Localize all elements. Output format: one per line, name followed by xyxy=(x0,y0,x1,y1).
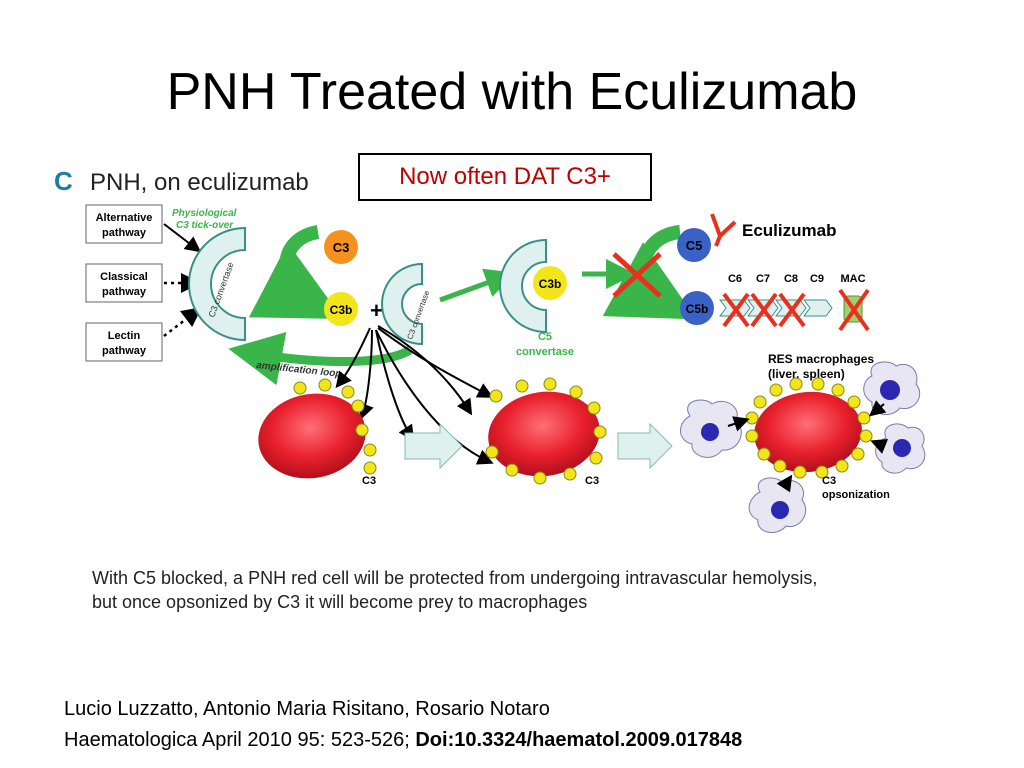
svg-text:Classical: Classical xyxy=(100,271,148,283)
terminal-block-crosses xyxy=(722,288,870,332)
svg-text:MAC: MAC xyxy=(840,273,865,285)
c3-dots-cell-1 xyxy=(293,378,377,475)
amplification-loop-arrow xyxy=(228,332,413,386)
svg-text:C9: C9 xyxy=(810,273,824,285)
citation-journal: Haematologica April 2010 95: 523-526; xyxy=(64,729,416,751)
c5b-circle xyxy=(680,291,714,325)
phagocytosis-arrows xyxy=(727,400,889,493)
svg-text:Alternative: Alternative xyxy=(96,212,153,224)
c3b-circle xyxy=(324,292,358,326)
dat-callout-box: Now often DAT C3+ xyxy=(358,153,652,201)
svg-text:pathway: pathway xyxy=(102,227,147,239)
c3-dots-cell-3 xyxy=(745,377,873,479)
svg-text:C5b: C5b xyxy=(686,302,709,316)
c5-convertase-shape xyxy=(499,238,547,334)
c5-convertase-label: C5 xyxy=(538,331,552,343)
red-cell-1 xyxy=(258,393,366,479)
svg-text:C8: C8 xyxy=(784,273,798,285)
c3b-deposition-arrows xyxy=(335,325,494,465)
lectin-pathway-box: Lectin pathway xyxy=(85,322,163,362)
svg-text:C3b: C3b xyxy=(330,303,353,317)
lectin-arrow xyxy=(163,306,202,337)
macrophage-top-right xyxy=(863,361,921,416)
macrophage-right xyxy=(875,423,926,474)
svg-text:C3b: C3b xyxy=(539,277,562,291)
c5-convertase-label-2: convertase xyxy=(516,346,574,358)
block-cross-icon xyxy=(612,252,662,298)
res-macrophages-label: RES macrophages xyxy=(768,352,874,366)
panel-letter: C xyxy=(54,166,73,196)
alternative-arrow xyxy=(163,223,202,253)
svg-text:C6: C6 xyxy=(728,273,742,285)
figure-caption-line-1: With C5 blocked, a PNH red cell will be … xyxy=(92,568,817,588)
tickover-label: Physiological xyxy=(172,208,237,219)
slide-title: PNH Treated with Eculizumab xyxy=(166,63,858,121)
svg-text:C3: C3 xyxy=(333,240,350,255)
alternative-pathway-box: Alternative pathway xyxy=(85,204,163,244)
c3-circle xyxy=(324,230,358,264)
panel-title: PNH, on eculizumab xyxy=(90,169,309,196)
red-cell-3 xyxy=(754,391,862,473)
citation-authors: Lucio Luzzatto, Antonio Maria Risitano, … xyxy=(64,698,550,720)
red-cell-2 xyxy=(488,391,600,477)
citation-doi: Doi:10.3324/haematol.2009.017848 xyxy=(415,729,743,751)
eculizumab-label: Eculizumab xyxy=(742,221,836,240)
opsonization-label-2: opsonization xyxy=(822,489,890,501)
c3-label-cell-2: C3 xyxy=(585,475,599,487)
plus-sign: + xyxy=(370,298,383,323)
classical-pathway-box: Classical pathway xyxy=(85,263,163,303)
figure-caption-line-2: but once opsonized by C3 it will become … xyxy=(92,592,587,612)
c5-circle xyxy=(677,228,711,262)
c3-label-cell-1: C3 xyxy=(362,475,376,487)
tickover-label-2: C3 tick-over xyxy=(176,220,234,231)
progression-arrow-2 xyxy=(617,422,673,470)
c3-convertase-center xyxy=(381,262,423,346)
svg-text:pathway: pathway xyxy=(102,345,147,357)
c3-dots-cell-2 xyxy=(485,377,607,485)
svg-text:C5: C5 xyxy=(686,238,703,253)
svg-text:C7: C7 xyxy=(756,273,770,285)
progression-arrow-1 xyxy=(404,422,463,470)
opsonization-label: C3 xyxy=(822,475,836,487)
eculizumab-antibody-icon xyxy=(710,213,737,247)
svg-text:Lectin: Lectin xyxy=(108,330,141,342)
macrophage-bottom xyxy=(748,477,807,534)
svg-text:pathway: pathway xyxy=(102,286,147,298)
citation-journal-line: Haematologica April 2010 95: 523-526; Do… xyxy=(64,725,742,756)
citation: Lucio Luzzatto, Antonio Maria Risitano, … xyxy=(64,694,742,756)
macrophage-left xyxy=(680,399,742,458)
res-macrophages-label-2: (liver, spleen) xyxy=(768,367,845,381)
